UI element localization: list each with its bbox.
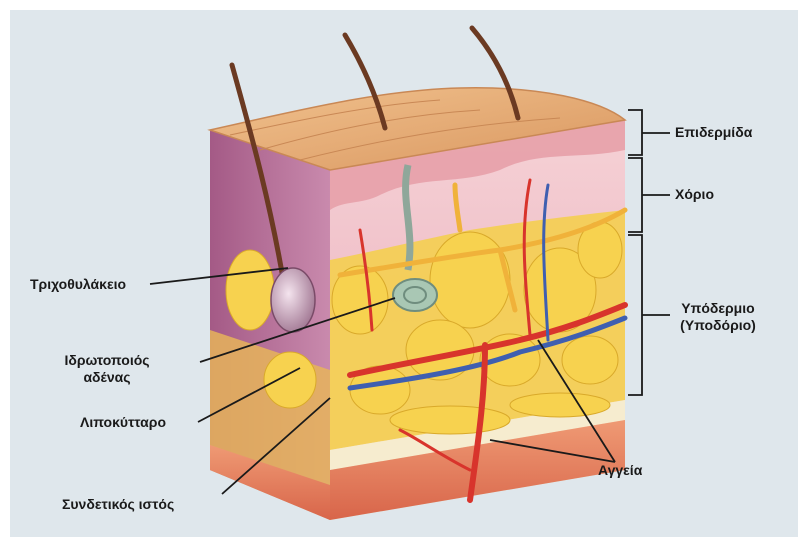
label-adipocyte: Λιποκύτταρο xyxy=(80,414,166,431)
label-hair-follicle: Τριχοθυλάκειο xyxy=(30,276,126,293)
label-connective-tissue: Συνδετικός ιστός xyxy=(62,496,174,513)
label-epidermis: Επιδερμίδα xyxy=(675,124,752,141)
hair-follicle-bulb xyxy=(271,268,315,332)
label-sweat-gland-line1: Ιδρωτοποιός xyxy=(52,352,162,369)
layer-brackets xyxy=(628,110,670,395)
label-sweat-gland: Ιδρωτοποιός αδένας xyxy=(52,352,162,386)
label-vessels: Αγγεία xyxy=(598,462,642,479)
label-hypodermis-line2: (Υποδόριο) xyxy=(668,317,768,334)
label-sweat-gland-line2: αδένας xyxy=(52,369,162,386)
label-hypodermis-line1: Υπόδερμιο xyxy=(668,300,768,317)
label-hypodermis: Υπόδερμιο (Υποδόριο) xyxy=(668,300,768,334)
label-dermis: Χόριο xyxy=(675,186,714,203)
